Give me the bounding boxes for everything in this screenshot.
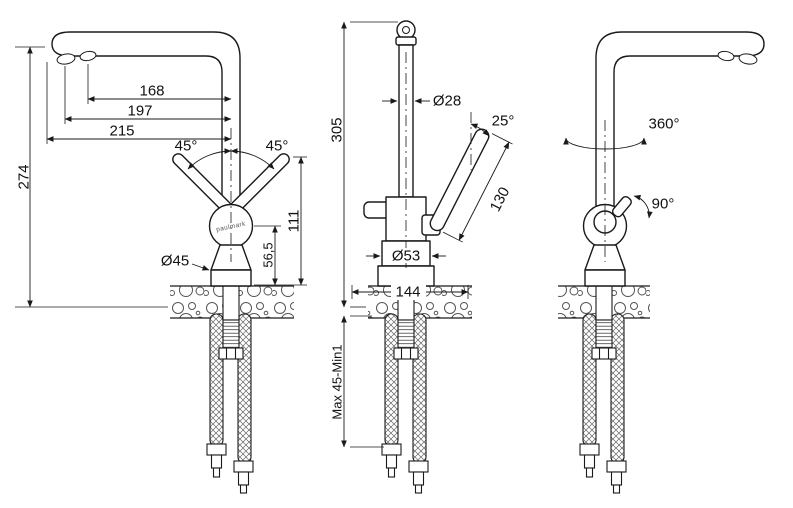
hose-tail-assembly bbox=[381, 285, 429, 494]
dim-56-5: 56,5 bbox=[261, 242, 276, 267]
view-front: 130 25° Ø28 Ø53 144 305 Max 45-Min1 bbox=[329, 20, 515, 494]
view-left: paulmark 274 168 197 215 45° 45° Ø45 111… bbox=[15, 31, 307, 494]
dim-dia-28: Ø28 bbox=[433, 93, 461, 110]
dim-274: 274 bbox=[16, 164, 33, 189]
dim-215: 215 bbox=[109, 123, 134, 140]
aerator-nozzle bbox=[738, 53, 758, 65]
aerator-nozzle bbox=[79, 50, 97, 62]
spout-body bbox=[51, 31, 241, 211]
dim-angle-90: 90° bbox=[652, 196, 675, 213]
aerator-nozzle bbox=[717, 50, 735, 62]
view-right: 360° 90° bbox=[558, 31, 765, 494]
dim-mounting-range: Max 45-Min1 bbox=[330, 344, 345, 419]
lever: 130 bbox=[429, 128, 514, 243]
dim-305: 305 bbox=[329, 117, 346, 142]
handle-stub bbox=[611, 195, 632, 218]
dim-130: 130 bbox=[487, 184, 514, 214]
dim-168: 168 bbox=[139, 83, 164, 100]
dim-angle-45-right: 45° bbox=[266, 138, 289, 155]
dim-144: 144 bbox=[395, 284, 420, 301]
dim-angle-25: 25° bbox=[492, 113, 515, 130]
spout-body bbox=[595, 31, 765, 211]
hose-tail-assembly bbox=[579, 285, 627, 494]
dim-197: 197 bbox=[127, 103, 152, 120]
dim-angle-360: 360° bbox=[648, 116, 679, 133]
hose-tail-assembly bbox=[206, 285, 254, 494]
aerator-front bbox=[402, 26, 410, 34]
aerator-nozzle bbox=[56, 53, 76, 65]
spout-collar bbox=[395, 36, 417, 46]
dim-dia-45: Ø45 bbox=[161, 253, 189, 270]
dim-dia-53: Ø53 bbox=[392, 248, 420, 265]
dim-angle-45-left: 45° bbox=[175, 138, 198, 155]
base-flange bbox=[584, 269, 626, 287]
base-flange bbox=[210, 269, 252, 287]
dim-111: 111 bbox=[286, 210, 303, 233]
